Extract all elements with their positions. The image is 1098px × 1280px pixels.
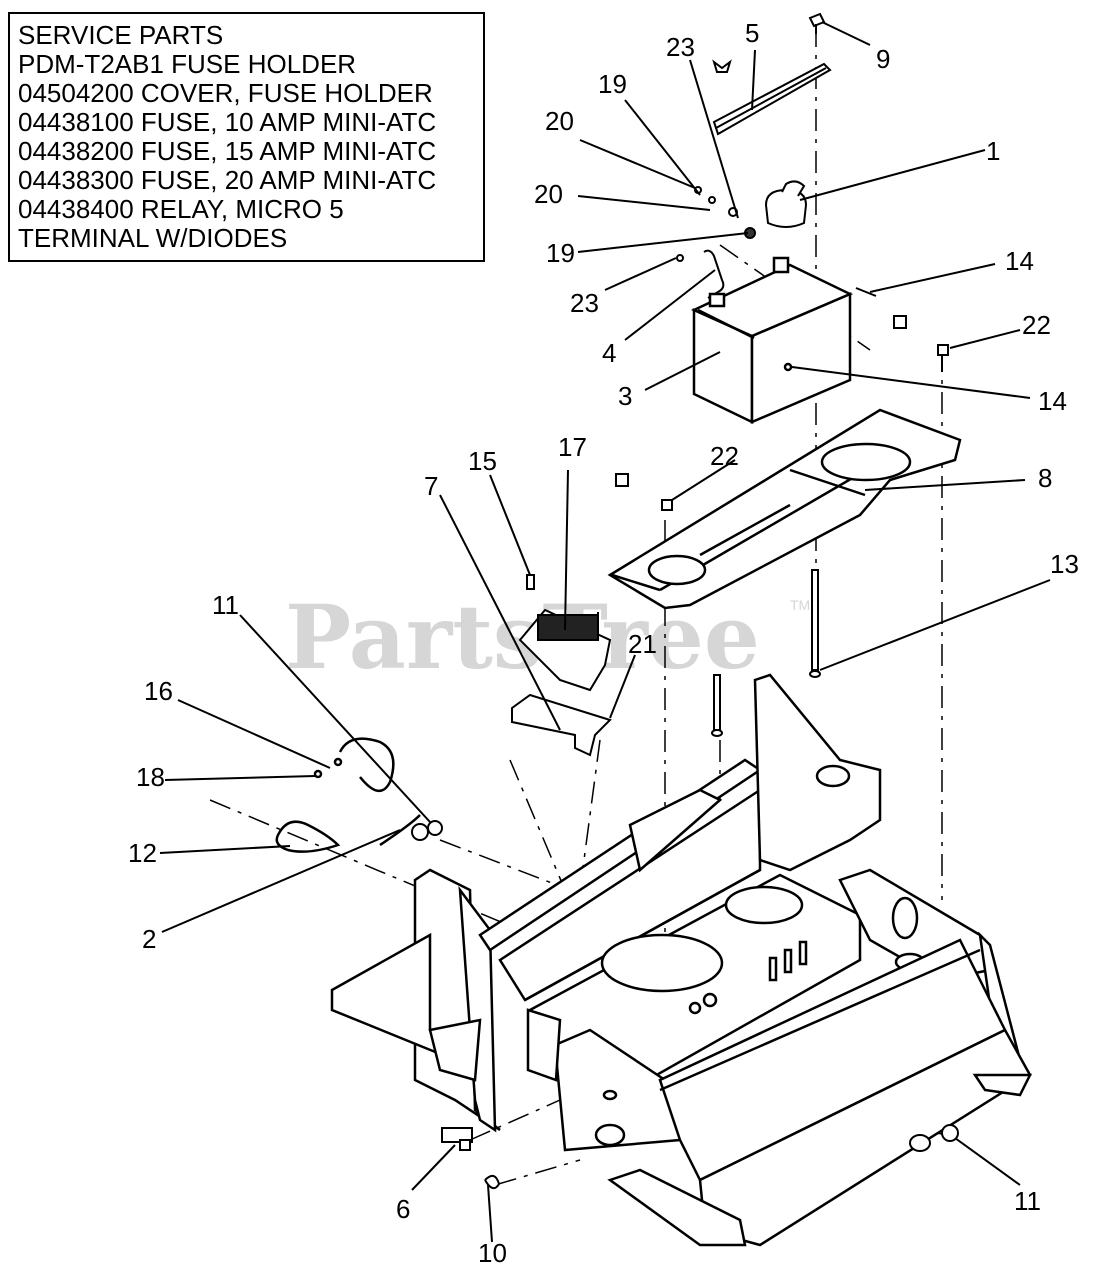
watermark-tm: TM: [790, 597, 810, 613]
service-parts-line: 04438200 FUSE, 15 AMP MINI-ATC: [18, 136, 437, 166]
grommet-11: [411, 820, 443, 841]
battery: [691, 256, 854, 424]
callout-3: 3: [618, 381, 632, 411]
callout-18: 18: [136, 762, 165, 792]
main-frame: [330, 673, 1033, 1247]
callout-20: 20: [534, 179, 563, 209]
callout-4: 4: [602, 338, 616, 368]
callout-14: 14: [1005, 246, 1034, 276]
callout-11: 11: [212, 590, 239, 620]
callout-23: 23: [570, 288, 599, 318]
callout-13: 13: [1050, 549, 1079, 579]
callout-21: 21: [628, 629, 657, 659]
callout-20: 20: [545, 106, 574, 136]
service-parts-line: SERVICE PARTS: [18, 20, 224, 50]
callout-19: 19: [546, 238, 575, 268]
callout-8: 8: [1038, 463, 1052, 493]
service-parts-box: SERVICE PARTS PDM-T2AB1 FUSE HOLDER 0450…: [8, 12, 485, 262]
fuse-holder-bracket: [511, 693, 612, 757]
service-parts-line: TERMINAL W/DIODES: [18, 223, 288, 253]
callout-labels: 5 9 23 19 20 1 20 19 14 23 22 4 3 14 17 …: [128, 18, 1079, 1268]
callout-2: 2: [142, 924, 156, 954]
service-parts-line: 04504200 COVER, FUSE HOLDER: [18, 78, 433, 108]
battery-hold-down-bar: [712, 62, 832, 136]
callout-17: 17: [558, 432, 587, 462]
callout-11: 11: [1014, 1186, 1041, 1216]
fuse-holder: [518, 574, 612, 692]
callout-14: 14: [1038, 386, 1067, 416]
wire-harness: [275, 737, 421, 853]
small-hardware: [676, 186, 756, 262]
callout-15: 15: [468, 446, 497, 476]
service-parts-line: 04438400 RELAY, MICRO 5: [18, 194, 344, 224]
wing-nut-23: [712, 59, 732, 73]
service-parts-line: PDM-T2AB1 FUSE HOLDER: [18, 49, 357, 79]
callout-1: 1: [986, 136, 1000, 166]
callout-6: 6: [396, 1194, 410, 1224]
battery-tray: [607, 408, 962, 610]
service-parts-line: 04438300 FUSE, 20 AMP MINI-ATC: [18, 165, 437, 195]
terminal-cover: [764, 180, 808, 228]
callout-22: 22: [1022, 310, 1051, 340]
long-bolt-13: [711, 569, 821, 737]
hardware-14-22: [615, 287, 949, 511]
callout-16: 16: [144, 676, 173, 706]
callout-9: 9: [876, 44, 890, 74]
leader-lines: [159, 21, 1051, 1243]
callout-22: 22: [710, 441, 739, 471]
callout-12: 12: [128, 838, 157, 868]
callout-19: 19: [598, 69, 627, 99]
callout-5: 5: [745, 18, 759, 48]
service-parts-line: 04438100 FUSE, 10 AMP MINI-ATC: [18, 107, 437, 137]
callout-10: 10: [478, 1238, 507, 1268]
callout-23: 23: [666, 32, 695, 62]
bolt-9: [808, 12, 826, 34]
callout-7: 7: [424, 471, 438, 501]
battery-cable: [703, 249, 725, 299]
bottom-hardware: [441, 1124, 959, 1190]
